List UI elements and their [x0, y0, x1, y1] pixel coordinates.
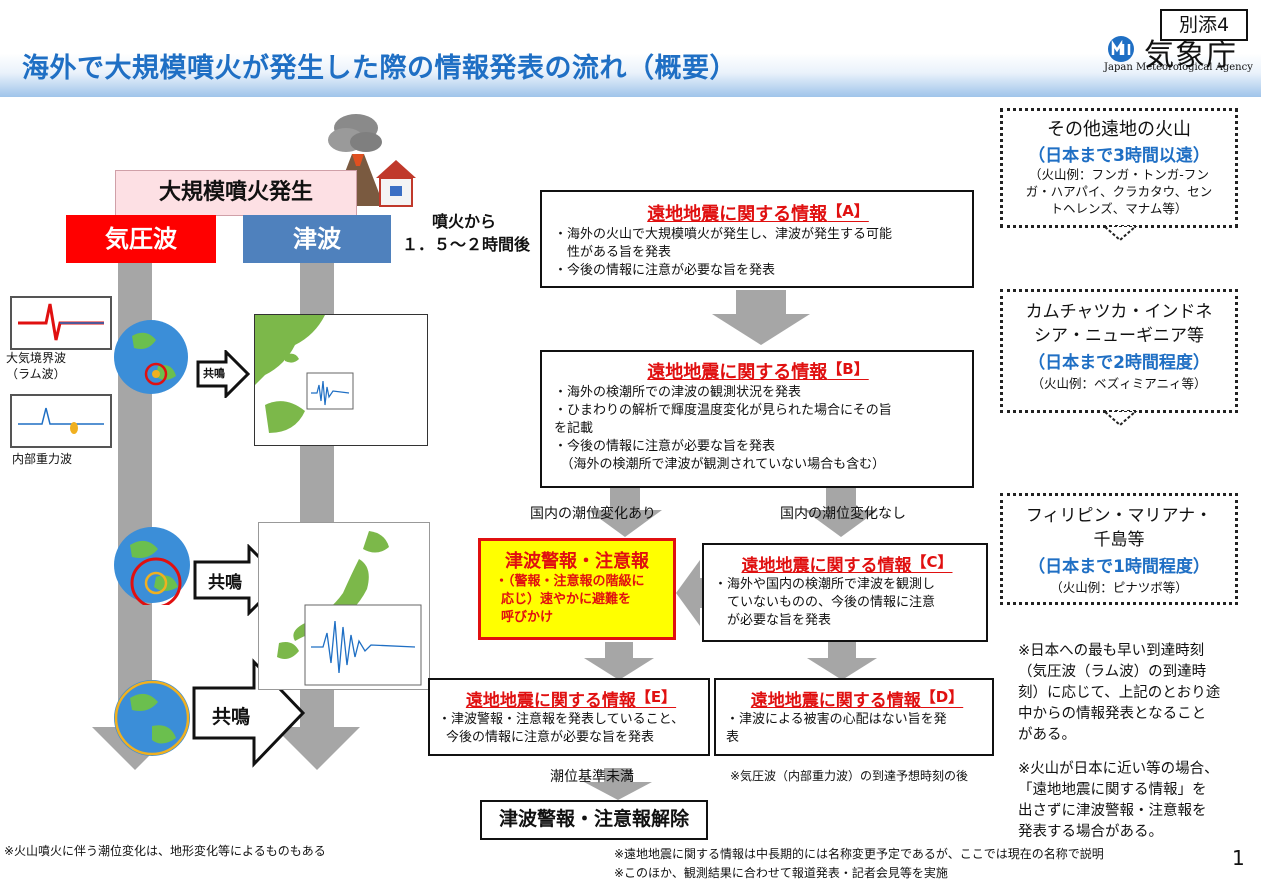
info-box-e: 遠地地震に関する情報【E】 ・津波警報・注意報を発表していること、 今後の情報に… [428, 678, 710, 756]
warning-line-3: 呼びかけ [501, 610, 554, 625]
mid-box-pointer [1102, 411, 1138, 427]
mid-volcano-title: カムチャツカ・インドネ シア・ニューギニア等 [1025, 302, 1213, 346]
header-band [0, 0, 1261, 97]
warning-release-box: 津波警報・注意報解除 [480, 800, 708, 840]
info-box-d: 遠地地震に関する情報【D】 ・津波による被害の心配はない旨を発 表 [714, 678, 994, 756]
lamb-wave-graph [10, 296, 112, 350]
left-footnote: ※火山噴火に伴う潮位変化は、地形変化等によるものもある [4, 844, 326, 858]
lamb-wave-label: 大気境界波 （ラム波） [6, 351, 67, 381]
info-a-line-2: 性がある旨を発表 [554, 245, 672, 260]
near-volcano-box: フィリピン・マリアナ・ 千島等 （日本まで1時間程度） （火山例：ピナツボ等） [1000, 493, 1238, 605]
right-note-1: ※日本への最も早い到達時刻 （気圧波（ラム波）の到達時 刻）に応じて、上記のとお… [1018, 643, 1221, 743]
mid-volcano-box: カムチャツカ・インドネ シア・ニューギニア等 （日本まで2時間程度） （火山例：… [1000, 289, 1238, 413]
info-b-line-2: ・ひまわりの解析で輝度温度変化が見られた場合にその旨 [554, 403, 892, 418]
info-a-line-1: ・海外の火山で大規模噴火が発生し、津波が発生する可能 [554, 227, 893, 242]
globe-icon-3 [114, 680, 190, 756]
page-title: 海外で大規模噴火が発生した際の情報発表の流れ（概要） [22, 53, 737, 84]
far-volcano-box: その他遠地の火山 （日本まで3時間以遠） （火山例：フンガ・トンガ-フン ガ・ハ… [1000, 108, 1238, 228]
info-c-title: 遠地地震に関する情報【C】 [741, 553, 953, 576]
info-b-line-5: （海外の検潮所で津波が観測されていない場合も含む） [554, 457, 886, 472]
info-c-line-2: ていないものの、今後の情報に注意 [714, 595, 936, 610]
info-e-line-2: 今後の情報に注意が必要な旨を発表 [446, 730, 655, 745]
info-a-title: 遠地地震に関する情報【A】 [647, 202, 869, 225]
far-volcano-title: その他遠地の火山 [1047, 119, 1191, 140]
info-box-b: 遠地地震に関する情報【B】 ・海外の検潮所での津波の観測状況を発表 ・ひまわりの… [540, 350, 974, 488]
resonance-label-3: 共鳴 [212, 706, 251, 728]
footer-note-1: ※遠地地震に関する情報は中長期的には名称変更予定であるが、ここでは現在の名称で説… [614, 847, 1104, 861]
timing-line1: 噴火から [432, 212, 497, 231]
tsunami-warning-box: 津波警報・注意報 ・（警報・注意報の階級に 応じ）速やかに避難を 呼びかけ [478, 538, 676, 640]
footer-note-2: ※このほか、観測結果に合わせて報道発表・記者会見等を実施 [614, 866, 948, 880]
info-d-line-2: 表 [726, 730, 740, 745]
right-note-2: ※火山が日本に近い等の場合、 「遠地地震に関する情報」を 出さずに津波警報・注意… [1018, 761, 1219, 840]
info-d-line-1: ・津波による被害の心配はない旨を発 [726, 712, 947, 727]
info-c-tag: 【C】 [911, 553, 953, 571]
info-b-tag: 【B】 [827, 360, 869, 378]
info-box-a: 遠地地震に関する情報【A】 ・海外の火山で大規模噴火が発生し、津波が発生する可能… [540, 190, 974, 288]
info-e-title: 遠地地震に関する情報【E】 [465, 688, 677, 711]
pacific-map [254, 314, 428, 446]
branch-without-change: 国内の潮位変化なし [780, 506, 906, 522]
tsunami-label: 津波 [243, 215, 391, 263]
warning-title: 津波警報・注意報 [505, 551, 649, 572]
globe-icon-1 [114, 320, 188, 394]
internal-wave-icon [18, 407, 104, 434]
info-b-line-4: ・今後の情報に注意が必要な旨を発表 [554, 439, 776, 454]
pressure-note: ※気圧波（内部重力波）の到達予想時刻の後 [730, 769, 969, 783]
info-b-line-3: を記載 [554, 421, 594, 436]
branch-with-change: 国内の潮位変化あり [530, 506, 656, 522]
japan-map [258, 522, 430, 690]
warning-line-2: 応じ）速やかに避難を [501, 592, 632, 607]
internal-wave-graph [10, 394, 112, 448]
resonance-label-2: 共鳴 [208, 573, 242, 593]
jma-logo-icon [1108, 36, 1134, 62]
near-volcano-example: （火山例：ピナツボ等） [1050, 580, 1188, 595]
info-e-line-1: ・津波警報・注意報を発表していること、 [438, 712, 685, 727]
pressure-wave-label: 気圧波 [66, 215, 216, 263]
info-b-title: 遠地地震に関する情報【B】 [647, 360, 869, 383]
lamb-wave-icon [18, 303, 104, 341]
internal-wave-label: 内部重力波 [12, 452, 73, 466]
info-b-line-1: ・海外の検潮所での津波の観測状況を発表 [554, 385, 802, 400]
info-a-tag: 【A】 [827, 202, 869, 220]
mid-volcano-example: （火山例：ベズィミアニィ等） [1031, 376, 1207, 391]
eruption-label: 大規模噴火発生 [115, 170, 357, 216]
far-box-pointer [1102, 226, 1138, 242]
org-name: 気象庁 [1144, 38, 1237, 73]
page-number: 1 [1232, 846, 1245, 870]
info-c-line-3: が必要な旨を発表 [714, 613, 832, 628]
japan-map-image [277, 531, 422, 686]
resonance-arrow-1 [196, 350, 250, 398]
far-volcano-time: （日本まで3時間以遠） [1028, 146, 1210, 166]
info-c-line-1: ・海外や国内の検潮所で津波を観測し [714, 577, 936, 592]
info-box-c: 遠地地震に関する情報【C】 ・海外や国内の検潮所で津波を観測し ていないものの、… [702, 543, 988, 642]
pacific-map-image [255, 315, 427, 445]
info-e-tag: 【E】 [635, 688, 677, 706]
near-volcano-time: （日本まで1時間程度） [1028, 557, 1210, 577]
info-a-line-3: ・今後の情報に注意が必要な旨を発表 [554, 263, 776, 278]
globe-icon-2 [114, 527, 190, 605]
far-volcano-example: （火山例：フンガ・トンガ-フン ガ・ハアパイ、クラカタウ、セン トヘレンズ、マナ… [1025, 167, 1213, 216]
info-d-tag: 【D】 [920, 688, 964, 706]
info-d-title: 遠地地震に関する情報【D】 [750, 688, 964, 711]
org-subname: Japan Meteorological Agency [1104, 62, 1253, 73]
attachment-label: 別添4 [1160, 9, 1248, 41]
mid-volcano-time: （日本まで2時間程度） [1028, 353, 1210, 373]
below-standard-label: 潮位基準未満 [550, 769, 634, 785]
timing-line2: １．５～２時間後 [402, 235, 531, 254]
resonance-label-1: 共鳴 [203, 367, 225, 380]
near-volcano-title: フィリピン・マリアナ・ 千島等 [1025, 506, 1213, 550]
warning-line-1: ・（警報・注意報の階級に [495, 574, 645, 589]
